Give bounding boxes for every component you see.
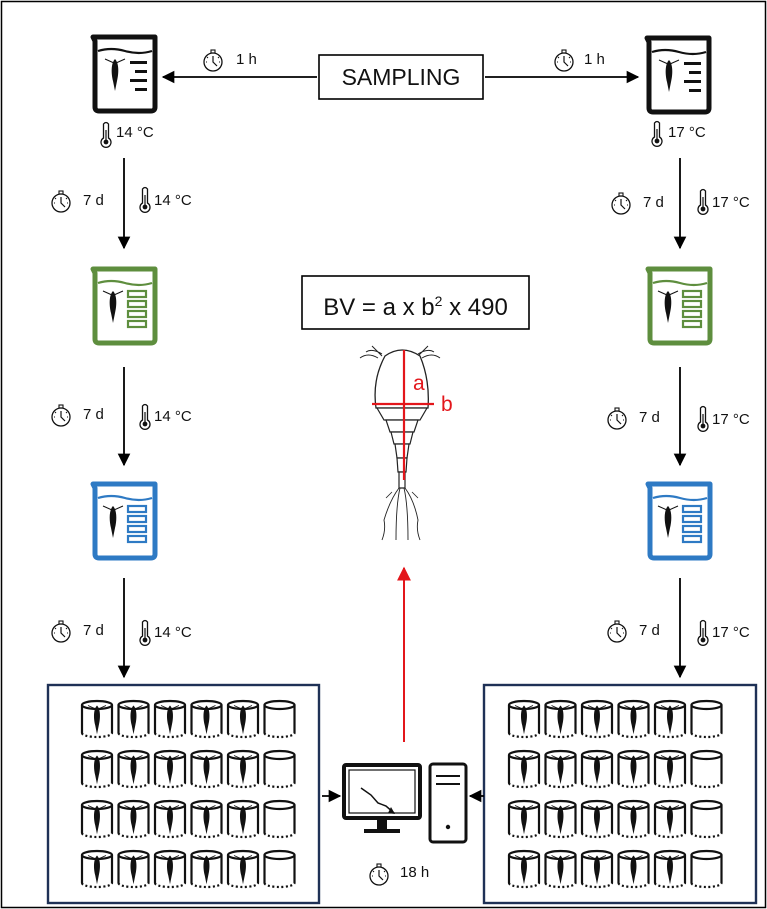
formula-text: BV = a x b2 x 490: [302, 285, 529, 324]
right-transfer-time: 1 h: [584, 51, 605, 68]
stopwatch-icon: [52, 621, 70, 642]
thermometer-icon: [140, 621, 150, 646]
dimension-a-label: a: [413, 372, 425, 396]
left-step3-temp: 14 °C: [154, 624, 192, 641]
stopwatch-icon: [555, 50, 573, 71]
thermometer-icon: [140, 188, 150, 213]
analysis-time: 18 h: [400, 864, 429, 881]
left-step1-time: 7 d: [83, 192, 104, 209]
stopwatch-icon: [370, 864, 388, 885]
plate-left: [48, 685, 319, 903]
beaker-icon: [93, 37, 155, 111]
thermometer-icon: [140, 405, 150, 430]
right-beaker-temp: 17 °C: [668, 124, 706, 141]
thermometer-icon: [698, 407, 708, 432]
thermometer-icon: [652, 122, 662, 147]
sampling-label: SAMPLING: [319, 62, 483, 92]
computer-tower-icon: [430, 764, 466, 842]
copepod-icon: [360, 346, 440, 540]
stopwatch-icon: [52, 405, 70, 426]
right-step3-temp: 17 °C: [712, 624, 750, 641]
stopwatch-icon: [608, 621, 626, 642]
stopwatch-icon: [608, 408, 626, 429]
left-step1-temp: 14 °C: [154, 192, 192, 209]
thermometer-icon: [698, 621, 708, 646]
left-transfer-time: 1 h: [236, 51, 257, 68]
dimension-b-label: b: [441, 393, 453, 417]
stopwatch-icon: [204, 50, 222, 71]
left-step2-temp: 14 °C: [154, 408, 192, 425]
formula-prefix: BV = a x b: [323, 294, 434, 321]
beaker-icon: [648, 484, 710, 558]
thermometer-icon: [698, 190, 708, 215]
monitor-icon: [344, 765, 420, 833]
stopwatch-icon: [52, 191, 70, 212]
left-beaker-temp: 14 °C: [116, 124, 154, 141]
beaker-icon: [647, 38, 709, 112]
stopwatch-icon: [612, 193, 630, 214]
left-step3-time: 7 d: [83, 622, 104, 639]
beaker-icon: [93, 484, 155, 558]
right-step1-time: 7 d: [643, 194, 664, 211]
thermometer-icon: [101, 123, 111, 148]
right-step1-temp: 17 °C: [712, 194, 750, 211]
formula-suffix: x 490: [442, 294, 507, 321]
beaker-icon: [93, 269, 155, 343]
right-step3-time: 7 d: [639, 622, 660, 639]
right-step2-time: 7 d: [639, 409, 660, 426]
right-step2-temp: 17 °C: [712, 411, 750, 428]
left-step2-time: 7 d: [83, 406, 104, 423]
beaker-icon: [648, 269, 710, 343]
